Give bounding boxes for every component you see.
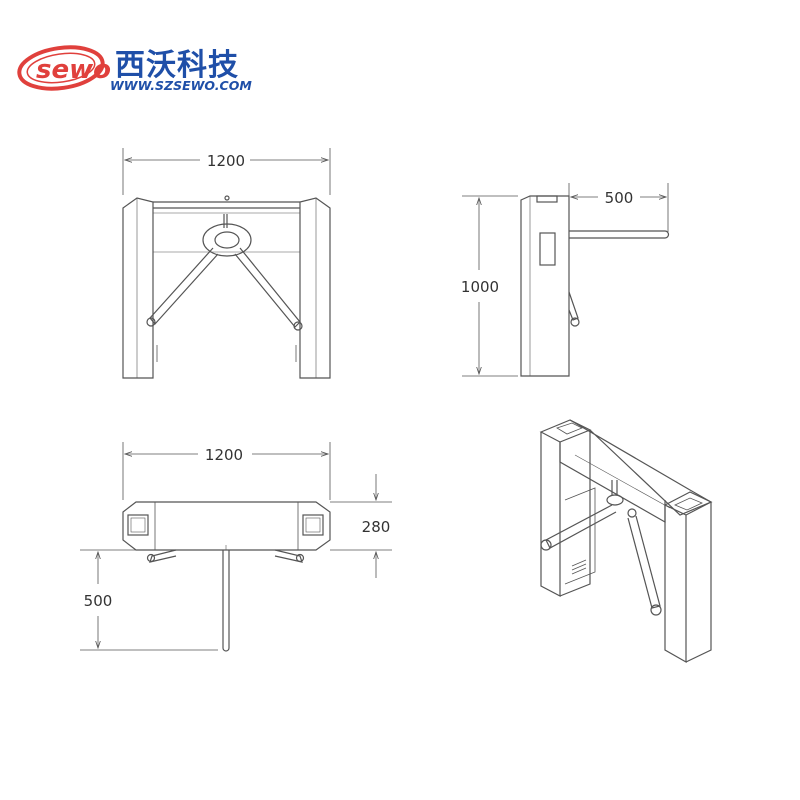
sewo-logo-icon: sewo: [17, 45, 111, 91]
top-arm-dim: 500: [84, 592, 113, 610]
front-view: [122, 148, 331, 379]
side-view: [462, 183, 670, 377]
brand-logo: sewo: [14, 34, 284, 104]
top-view: [80, 442, 392, 652]
isometric-view: [539, 419, 713, 664]
brand-url[interactable]: WWW.SZSEWO.COM: [110, 78, 252, 93]
brand-name: 西沃科技: [115, 48, 239, 83]
side-arm-dim: 500: [605, 189, 634, 207]
front-width-dim: 1200: [207, 152, 245, 170]
side-height-dim: 1000: [461, 278, 499, 296]
top-width-dim: 1200: [205, 446, 243, 464]
logo-text: sewo: [36, 55, 111, 85]
top-depth-dim: 280: [362, 518, 391, 536]
